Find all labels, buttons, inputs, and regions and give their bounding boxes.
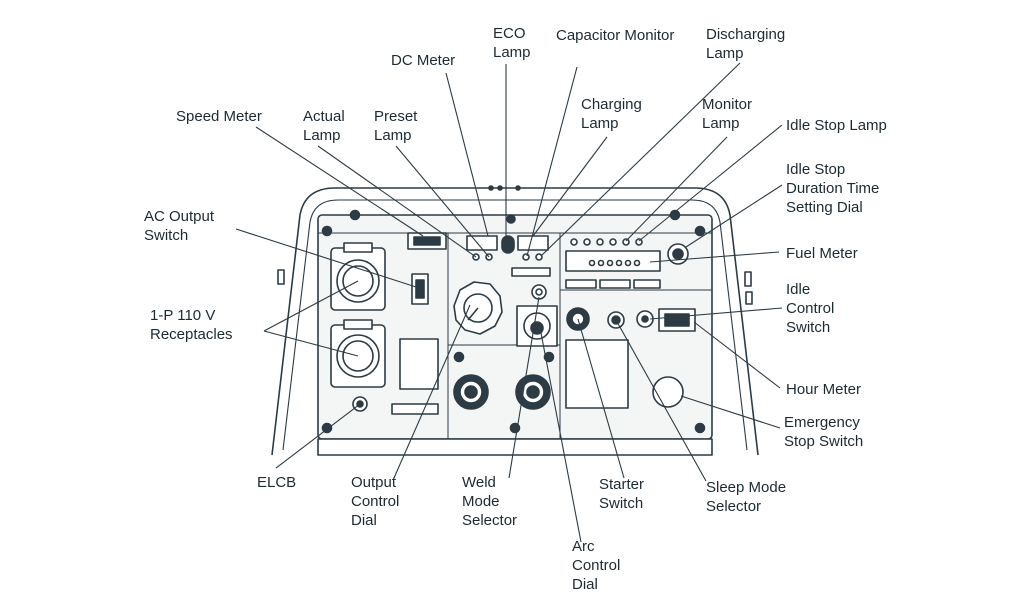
terminal-negative (453, 374, 489, 410)
label-actual-lamp: Actual Lamp (303, 108, 345, 144)
label-hour-meter: Hour Meter (786, 381, 862, 398)
label-dc-meter: DC Meter (391, 52, 456, 69)
label-arc-control-dial: Arc Control Dial (572, 538, 621, 593)
label-idle-stop-dial: Idle Stop Duration Time Setting Dial (786, 161, 880, 216)
lamp-row (570, 238, 643, 246)
receptacle-lower (330, 319, 386, 388)
screw-icon (543, 351, 555, 363)
label-monitor-lamp: Monitor Lamp (702, 96, 753, 132)
screw-icon (453, 351, 465, 363)
label-idle-control-switch: Idle Control Switch (786, 281, 835, 336)
label-discharging-lamp: Discharging Lamp (706, 26, 786, 62)
label-receptacles: 1-P 110 V Receptacles (150, 307, 233, 343)
screw-icon (515, 185, 521, 191)
output-control-dial (453, 281, 503, 335)
emergency-stop-switch (652, 376, 684, 408)
housing-inner-outline (282, 199, 748, 451)
label-charging-lamp: Charging Lamp (581, 96, 642, 132)
screw-icon (349, 209, 361, 221)
label-elcb: ELCB (257, 474, 297, 491)
label-ac-output-switch: AC Output Switch (144, 208, 215, 244)
label-starter-switch: Starter Switch (599, 476, 645, 512)
weld-mode-knob (531, 284, 547, 300)
label-fuel-meter: Fuel Meter (786, 245, 858, 262)
capacitor-monitor (517, 235, 549, 251)
label-preset-lamp: Preset Lamp (374, 108, 418, 144)
label-speed-meter: Speed Meter (176, 108, 262, 125)
label-capacitor-monitor: Capacitor Monitor (556, 27, 675, 44)
screw-icon (506, 214, 516, 224)
label-emergency-stop: Emergency Stop Switch (784, 414, 864, 450)
label-idle-stop-lamp: Idle Stop Lamp (786, 117, 887, 134)
receptacle-upper (330, 242, 386, 311)
label-weld-mode-selector: Weld Mode Selector (462, 474, 518, 529)
elcb (399, 338, 439, 390)
screw-icon (694, 422, 706, 434)
screw-icon (488, 185, 494, 191)
label-sleep-mode-selector: Sleep Mode Selector (706, 479, 787, 515)
screw-icon (497, 185, 503, 191)
screw-icon (694, 225, 706, 237)
leader-lines (235, 62, 783, 543)
label-eco-lamp: ECO Lamp (493, 25, 531, 61)
fuel-meter (565, 250, 661, 272)
housing-outline (271, 187, 759, 456)
screw-icon (321, 225, 333, 237)
eco-lamp (501, 235, 515, 254)
label-output-control-dial: Output Control Dial (351, 474, 400, 529)
